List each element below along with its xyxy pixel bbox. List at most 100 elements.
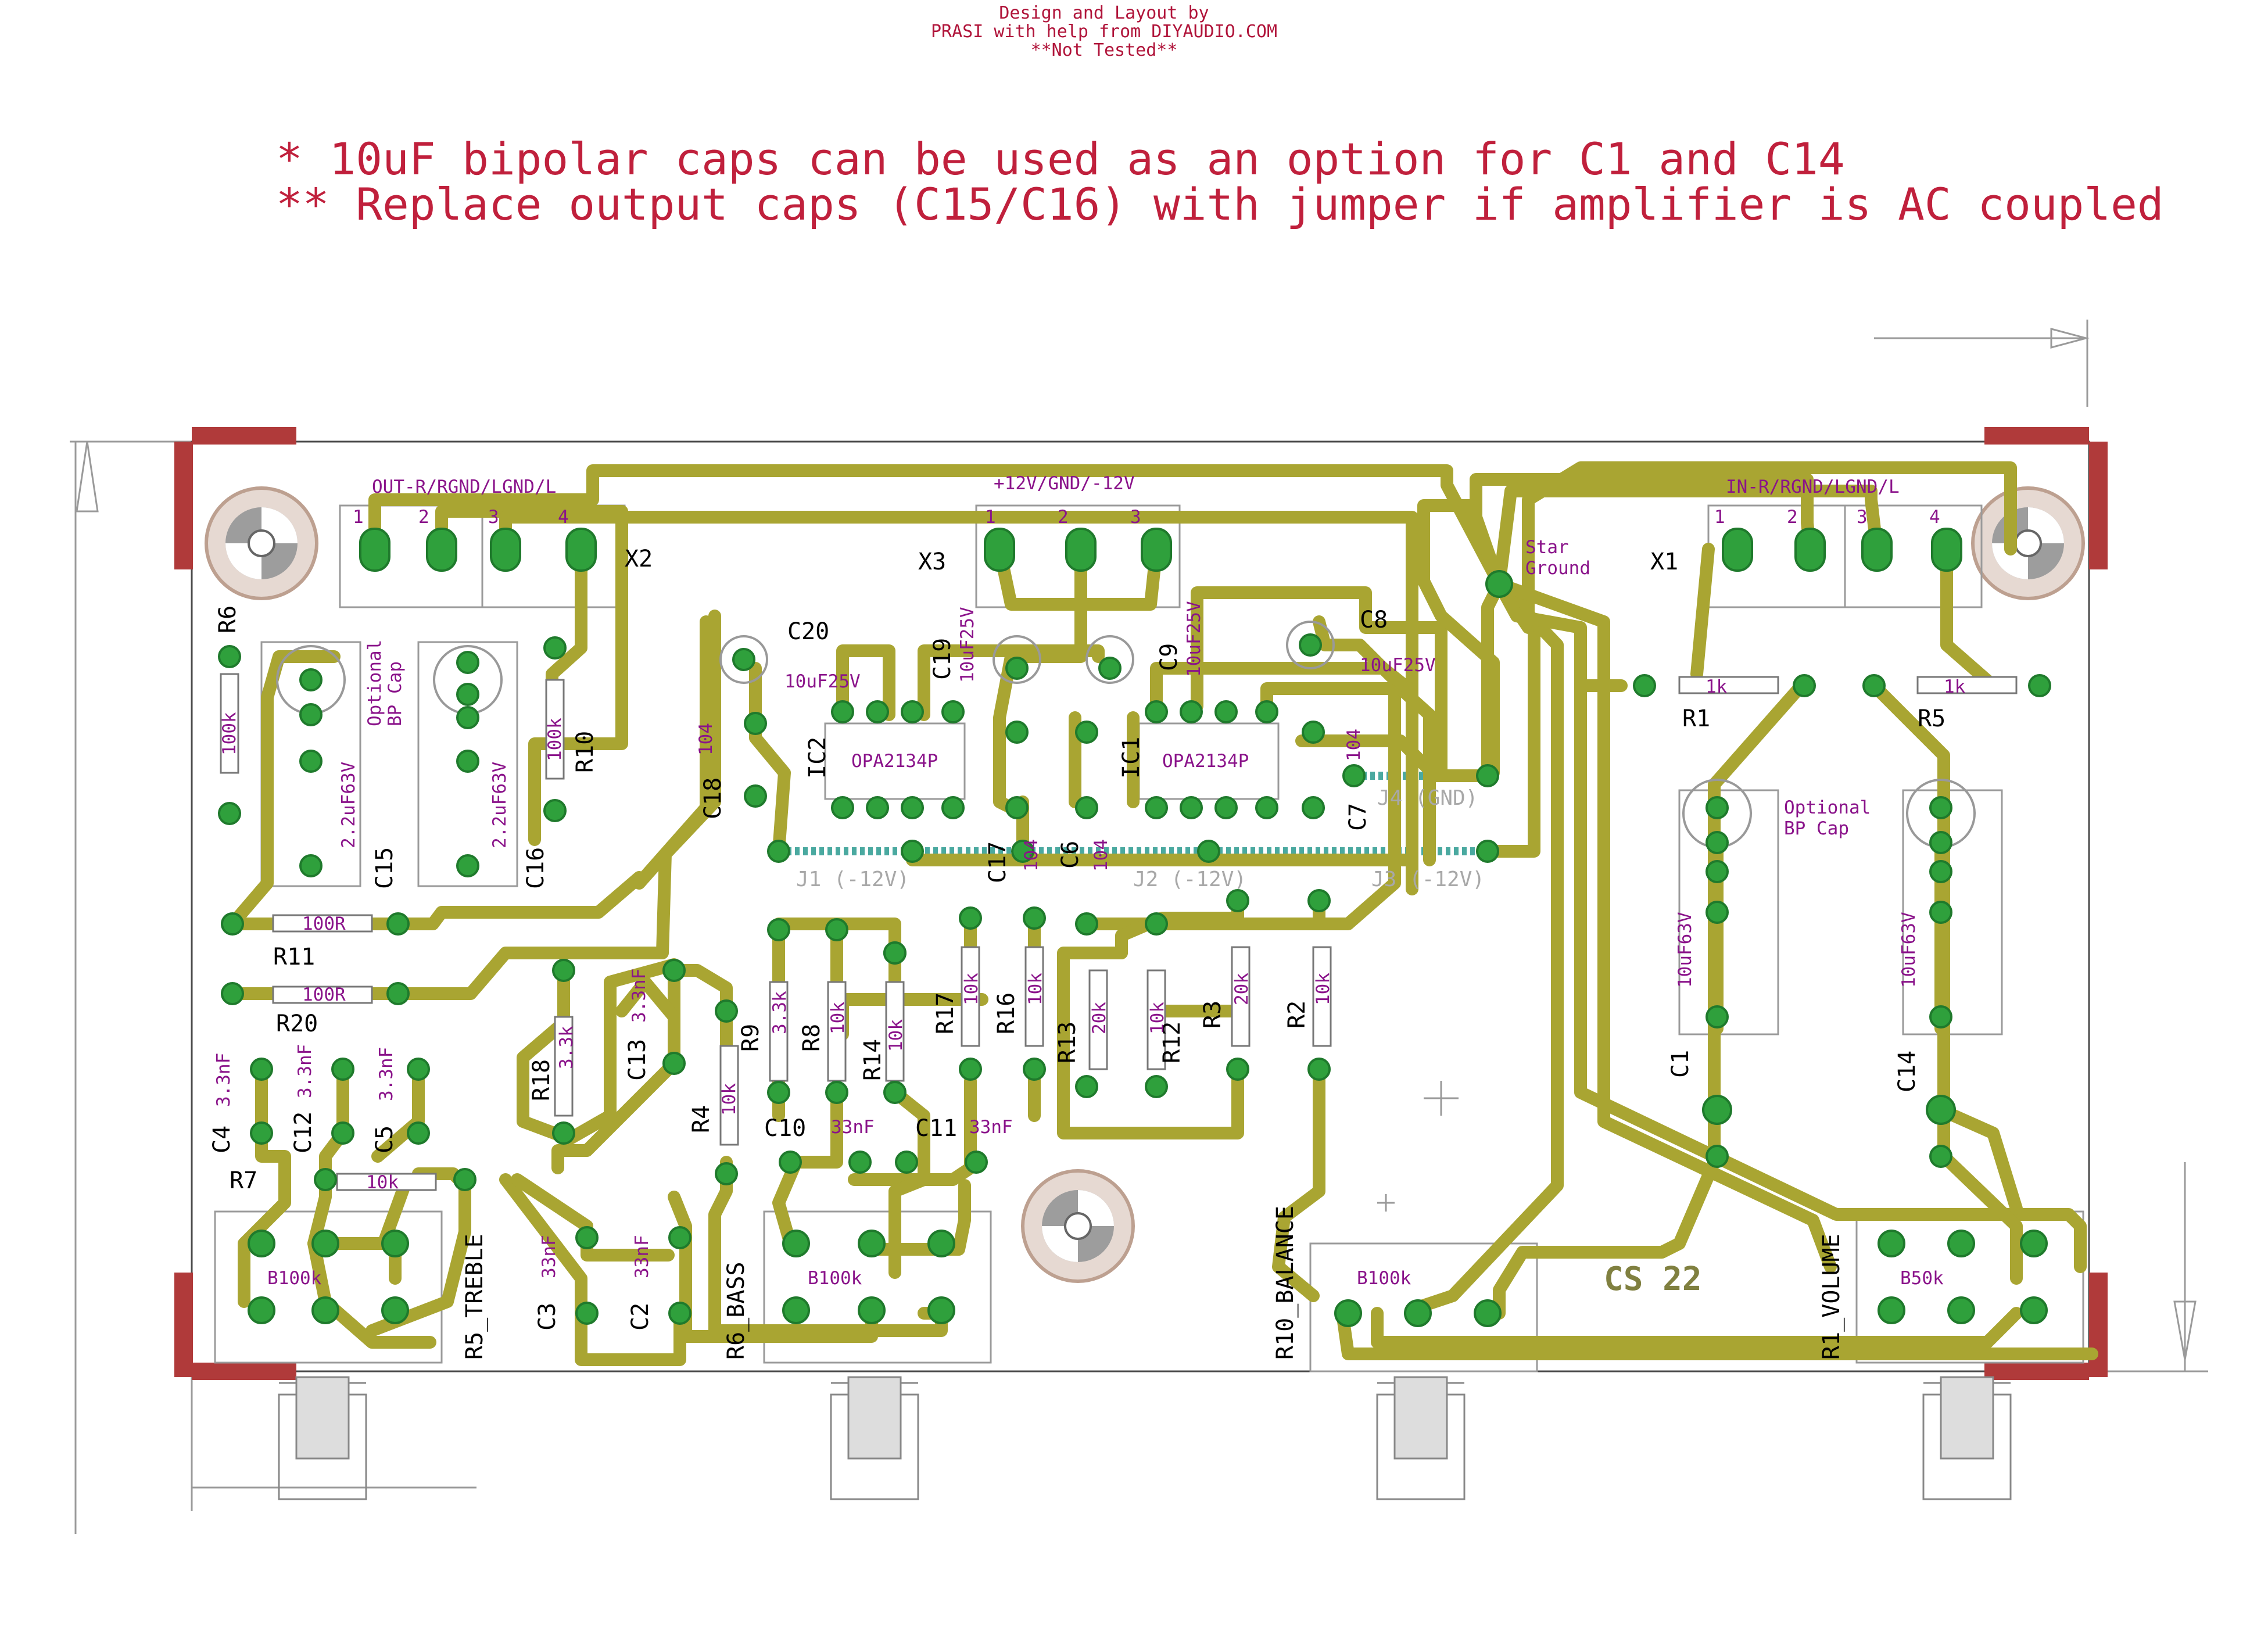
mounting-hole-icon [1971,486,2085,600]
resistor-value: 10k [827,1002,848,1034]
capacitor-ref: C20 [787,618,829,645]
potentiometer-shafts [295,1376,1994,1460]
resistor-ref: R10 [572,731,599,773]
capacitor-value: 10uF25V [1360,655,1436,676]
copper-tracks [226,461,2098,1366]
capacitor-value: 33nF [539,1235,560,1278]
pin-number: 1 [1714,507,1725,528]
capacitor-ref: C16 [522,847,549,889]
resistor-value: 100R [302,984,346,1005]
capacitor-value: 104 [696,723,716,755]
pin-number: 3 [1857,507,1868,528]
capacitor-ref: C12 [290,1112,317,1153]
optional-cap-label-left-1: Optional [364,640,385,726]
capacitor-ref: C3 [534,1303,561,1331]
capacitor-ref: C19 [929,638,956,680]
resistor-ref: R1 [1682,705,1710,732]
connector-out-ref: X2 [625,546,653,572]
capacitor-value: 3.3nF [376,1047,397,1101]
capacitor-value: 10uF25V [784,671,861,692]
connector-out-label: OUT-R/RGND/LGND/L [372,476,556,497]
capacitor-value: 10uF25V [1184,601,1205,677]
capacitor-value: 10uF63V [1675,912,1696,988]
capacitor-value: 3.3nF [629,969,650,1023]
capacitor-ref: C10 [764,1115,806,1142]
mounting-hole-icon [205,486,318,600]
capacitor-ref: C11 [915,1115,957,1142]
ic-ref: IC1 [1118,737,1145,779]
resistor-ref: R20 [276,1010,318,1037]
capacitor-value: 10uF25V [957,607,978,683]
capacitor-value: 3.3nF [295,1044,316,1098]
capacitor-ref: C13 [624,1039,651,1081]
capacitor-value: 104 [1021,839,1042,872]
capacitor-ref: C2 [627,1303,654,1331]
resistor-ref: R9 [737,1024,764,1052]
capacitor-ref: C15 [371,847,398,889]
capacitor-ref: C14 [1894,1051,1921,1092]
pot-value: B100k [1357,1268,1411,1289]
capacitor-ref: C9 [1156,643,1183,671]
header-line-1: Design and Layout by [999,3,1209,23]
capacitor-ref: C7 [1345,803,1371,831]
jumper-links [779,772,1488,855]
resistor-value: 100k [219,712,240,755]
resistor-value: 10k [366,1172,399,1193]
resistor-value: 3.3k [556,1026,577,1069]
jumper-label: J1 (-12V) [796,868,909,891]
resistor-ref: R8 [798,1024,825,1052]
resistor-ref: R14 [859,1039,886,1081]
capacitor-circles [276,621,1976,848]
pin-number: 2 [1058,507,1069,528]
capacitor-value: 10uF63V [1898,912,1919,988]
capacitor-ref: C6 [1057,841,1084,869]
optional-cap-label-right-1: Optional [1784,797,1871,818]
pin-number: 3 [1130,507,1141,528]
header-line-3: **Not Tested** [1031,40,1178,60]
pin-number: 1 [985,507,996,528]
resistor-ref: R18 [528,1059,555,1101]
board-outline [191,440,2090,1372]
capacitor-ref: C5 [371,1126,398,1153]
star-ground-label-1: Star [1525,537,1569,558]
resistor-ref: R6 [214,605,241,633]
resistor-ref: R16 [993,992,1020,1034]
capacitor-ref: C18 [700,777,726,819]
optional-cap-label-right-2: BP Cap [1784,818,1849,839]
resistor-value: 10k [719,1083,740,1116]
capacitor-ref: C4 [209,1126,235,1153]
resistor-value: 100k [544,718,565,761]
resistor-value: 10k [1147,1002,1168,1034]
connector-in-label: IN-R/RGND/LGND/L [1726,476,1900,497]
capacitor-value: 2.2uF63V [338,762,359,848]
resistor-bodies [220,673,2018,1191]
capacitor-ref: C1 [1667,1050,1694,1078]
solder-pads [218,528,2051,1327]
pot-value: B50k [1900,1268,1944,1289]
pin-number: 3 [488,507,499,528]
capacitor-value: 33nF [969,1117,1013,1138]
brand-label: CS 22 [1604,1260,1702,1298]
jumper-label: J3 (-12V) [1371,868,1485,891]
resistor-value: 10k [961,973,982,1005]
pot-ref: R5_TREBLE [461,1234,488,1360]
resistor-value: 1k [1706,676,1728,697]
capacitor-value: 33nF [632,1235,653,1278]
pin-number: 4 [558,507,569,528]
mounting-hole-icon [1021,1169,1135,1283]
connector-in-ref: X1 [1650,549,1678,575]
optional-cap-label-left-2: BP Cap [385,661,406,726]
note-1: * 10uF bipolar caps can be used as an op… [276,133,1845,185]
ic-value: OPA2134P [851,751,938,772]
jumper-label: J4 (GND) [1377,786,1478,810]
resistor-value: 100R [302,913,346,934]
capacitor-ref: C8 [1360,607,1388,633]
pot-value: B100k [267,1268,322,1289]
ic-ref: IC2 [804,737,831,779]
resistor-ref: R11 [273,944,315,970]
resistor-value: 1k [1944,676,1966,697]
resistor-ref: R3 [1199,1001,1226,1028]
pin-number: 2 [1787,507,1798,528]
resistor-ref: R17 [932,992,959,1034]
